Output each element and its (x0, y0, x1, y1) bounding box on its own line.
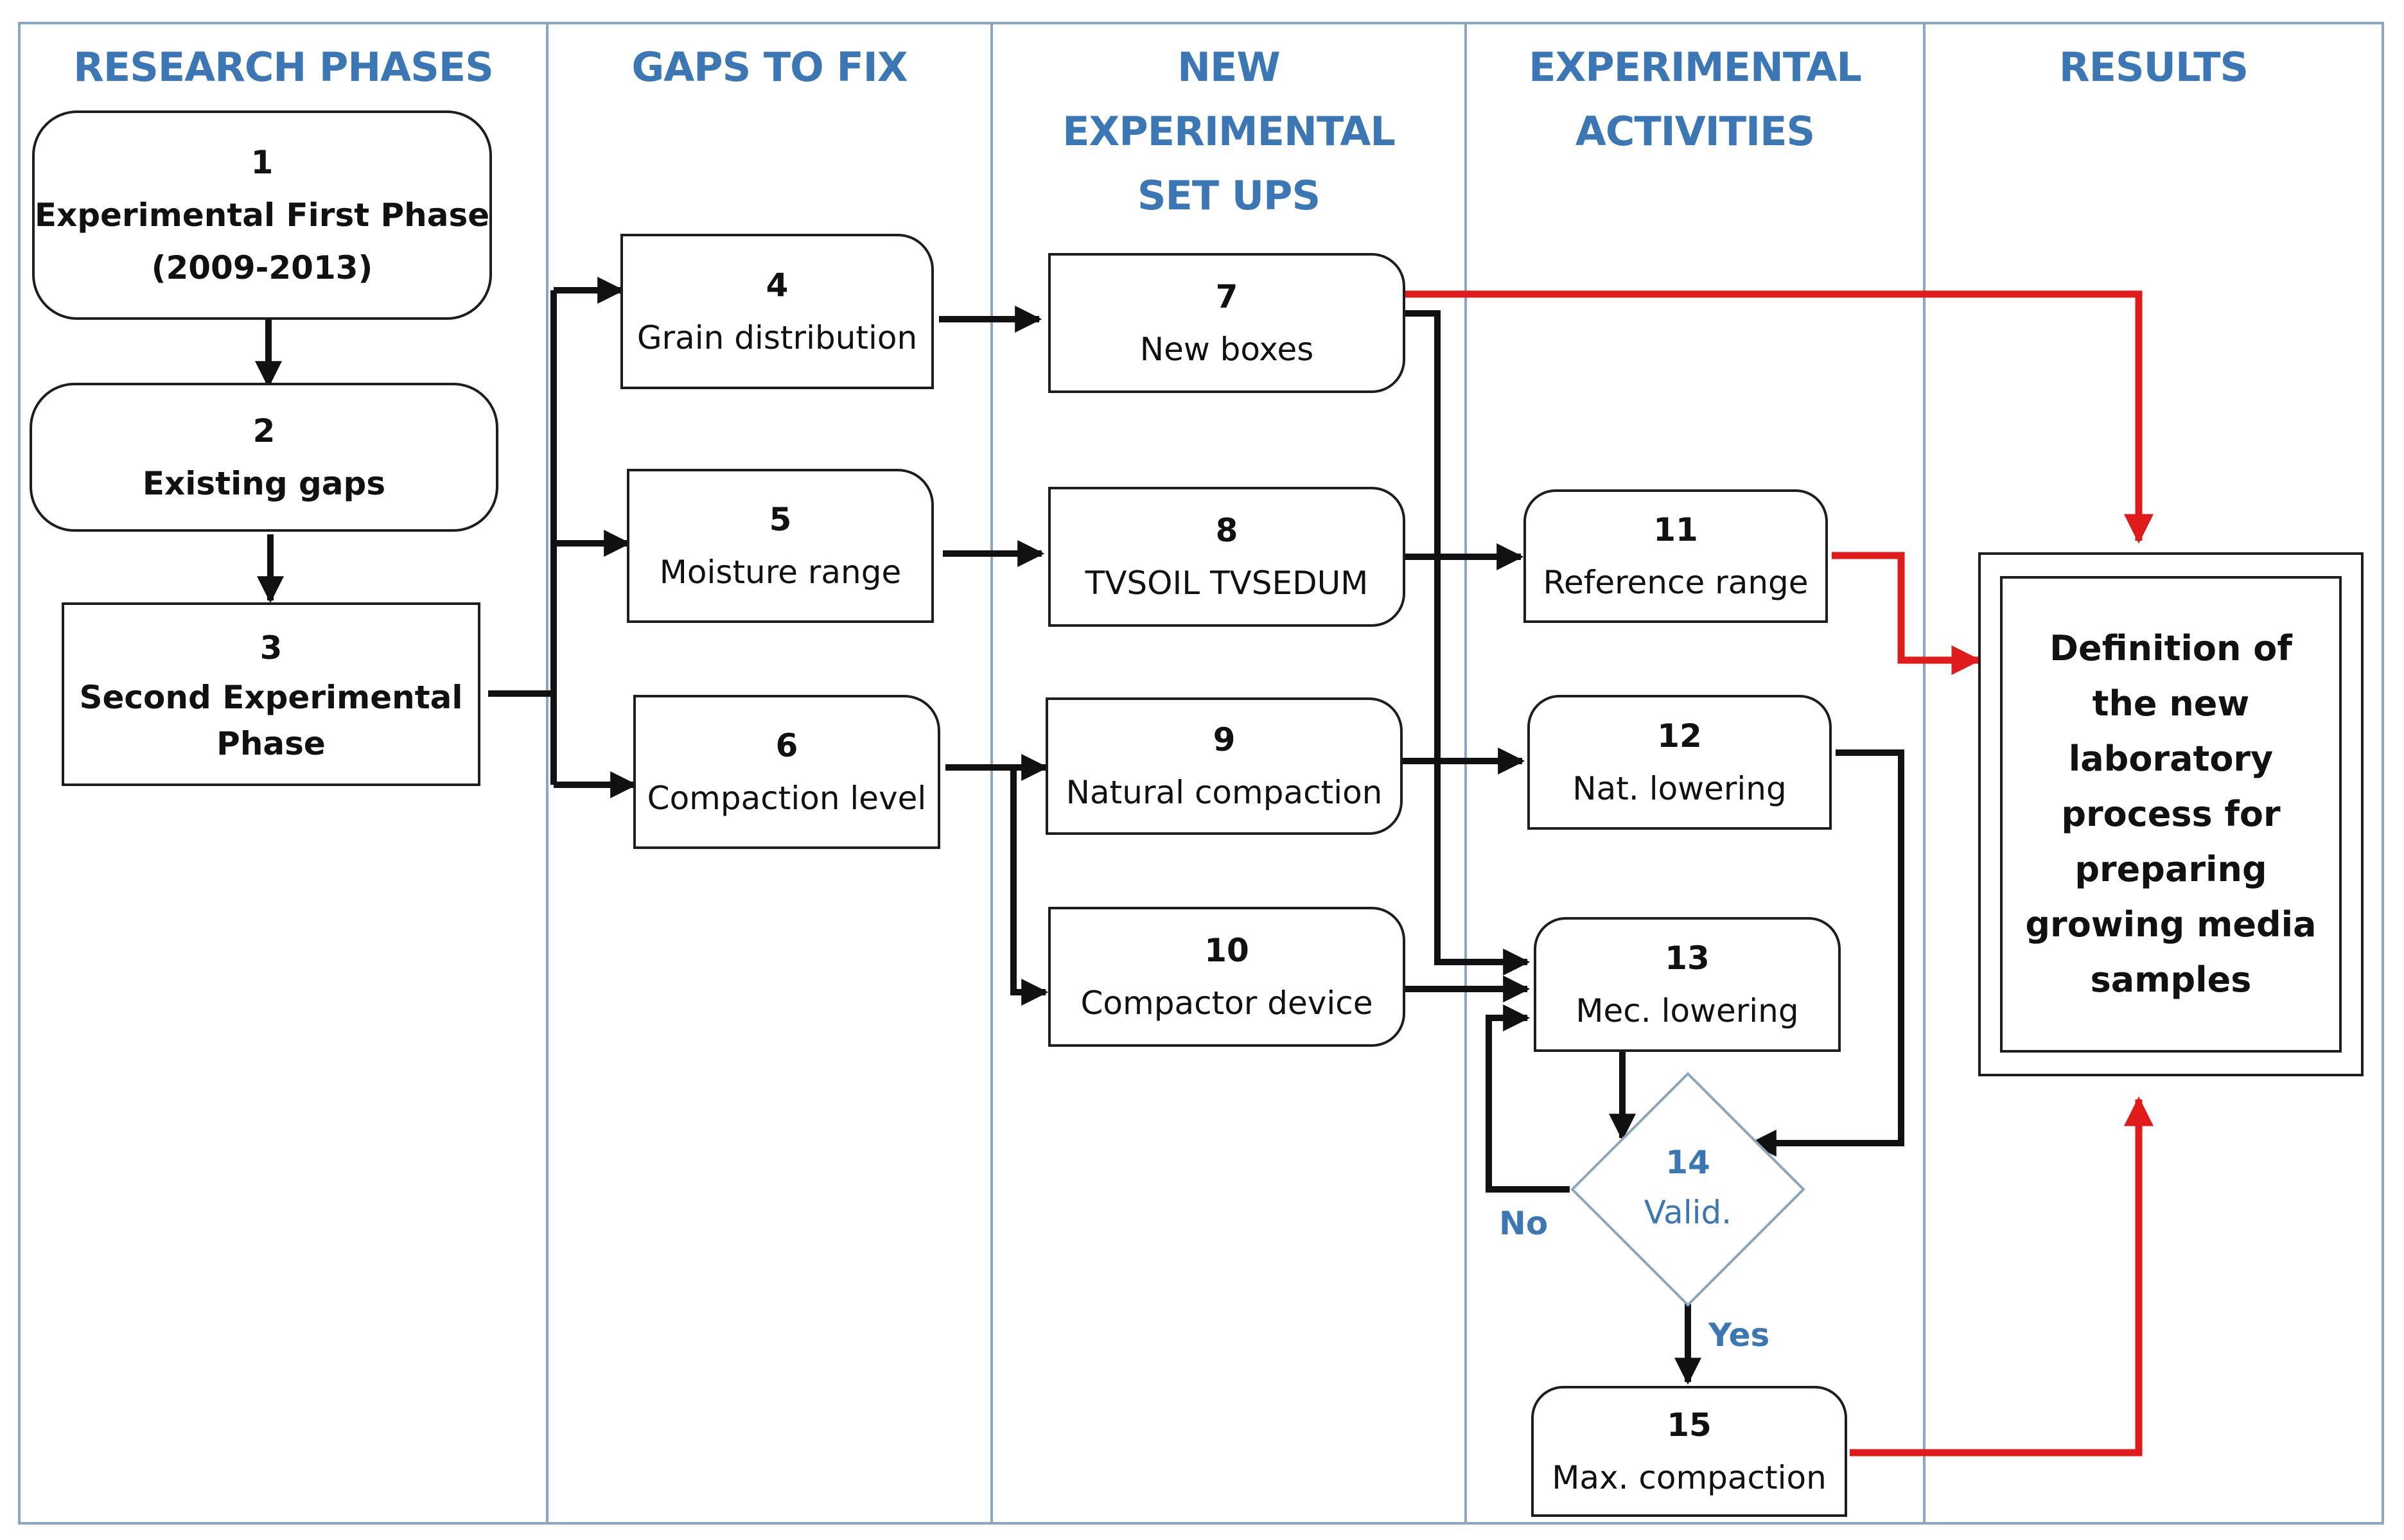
node-7-new-boxes: 7 New boxes (1048, 253, 1405, 393)
node-number: 4 (766, 267, 789, 304)
red-arrow-7-to-result (1404, 290, 2154, 544)
header-line: RESULTS (2058, 44, 2249, 91)
node-10-compactor-device: 10 Compactor device (1048, 907, 1405, 1047)
node-label: New boxes (1139, 331, 1314, 368)
red-arrow-11-to-result (1832, 552, 1981, 676)
header-line: GAPS TO FIX (631, 44, 908, 91)
decision-14 (1570, 1072, 1805, 1307)
decision-no-label: No (1499, 1205, 1549, 1242)
header-gaps-to-fix: GAPS TO FIX (547, 35, 992, 100)
node-15-max-compaction: 15 Max. compaction (1531, 1386, 1847, 1517)
node-label: Second Experimental (79, 679, 463, 716)
node-label: Max. compaction (1552, 1459, 1827, 1496)
arrow-14-no-loop (1486, 1004, 1570, 1193)
node-number: 8 (1215, 512, 1238, 549)
node-label: Compaction level (647, 780, 927, 817)
node-label: Grain distribution (636, 319, 918, 356)
node-number: 3 (259, 629, 283, 667)
node-label: TVSOIL TVSEDUM (1085, 564, 1369, 602)
node-label: Reference range (1543, 564, 1809, 601)
node-5-moisture-range: 5 Moisture range (627, 469, 934, 623)
node-label: Experimental First Phase (34, 197, 490, 234)
node-label: Nat. lowering (1572, 770, 1787, 807)
result-inner-box: Definition of the new laboratory process… (2000, 576, 2342, 1053)
node-12-nat-lowering: 12 Nat. lowering (1527, 695, 1832, 830)
decision-yes-label: Yes (1708, 1317, 1770, 1354)
node-9-natural-compaction: 9 Natural compaction (1046, 697, 1403, 835)
decision-diamond (1570, 1072, 1805, 1307)
decision-14-text: 14 Valid. (1598, 1137, 1778, 1237)
node-label: Compactor device (1080, 984, 1373, 1022)
header-line: SET UPS (1137, 172, 1320, 219)
node-number: 9 (1213, 721, 1236, 758)
header-line: EXPERIMENTAL (1529, 44, 1862, 91)
node-label: Mec. lowering (1575, 992, 1799, 1029)
decision-number: 14 (1665, 1144, 1710, 1181)
swimlane-grid (18, 22, 2384, 1525)
black-connectors (255, 277, 1904, 1385)
node-2-existing-gaps: 2 Existing gaps (30, 383, 498, 532)
decision-label: Valid. (1644, 1194, 1732, 1231)
node-label: Phase (216, 725, 326, 762)
arrow-6-to-10 (945, 764, 1049, 1006)
node-number: 7 (1215, 278, 1238, 315)
node-4-grain-distribution: 4 Grain distribution (620, 234, 934, 389)
header-research-phases: RESEARCH PHASES (19, 35, 547, 100)
header-results: RESULTS (1924, 35, 2383, 100)
node-label: Moisture range (659, 554, 902, 591)
red-arrow-15-to-result (1850, 1096, 2154, 1457)
node-number: 15 (1667, 1406, 1712, 1444)
header-line: RESEARCH PHASES (73, 44, 494, 91)
node-number: 10 (1204, 932, 1249, 969)
arrow-12-to-14 (1749, 749, 1904, 1157)
node-label: Existing gaps (142, 465, 386, 502)
node-number: 13 (1665, 940, 1710, 977)
node-number: 12 (1657, 717, 1702, 755)
node-label: (2009-2013) (151, 249, 373, 286)
node-number: 2 (252, 412, 276, 450)
node-number: 11 (1653, 511, 1698, 548)
node-6-compaction-level: 6 Compaction level (633, 695, 940, 849)
arrow-7-to-13 (1404, 310, 1531, 976)
node-number: 1 (250, 144, 274, 181)
node-number: 6 (775, 727, 798, 764)
header-line: ACTIVITIES (1575, 108, 1815, 155)
header-experimental-activities: EXPERIMENTAL ACTIVITIES (1466, 35, 1924, 164)
node-13-mec-lowering: 13 Mec. lowering (1534, 917, 1841, 1052)
node-1-experimental-first-phase: 1 Experimental First Phase (2009-2013) (32, 110, 492, 320)
outer-border (18, 22, 2384, 1525)
header-new-experimental-set-ups: NEW EXPERIMENTAL SET UPS (992, 35, 1466, 228)
node-3-second-experimental-phase: 3 Second Experimental Phase (62, 602, 480, 786)
node-11-reference-range: 11 Reference range (1523, 489, 1828, 623)
header-line: EXPERIMENTAL (1062, 108, 1396, 155)
result-connectors (1404, 290, 2154, 1457)
header-line: NEW (1177, 44, 1281, 91)
node-number: 5 (769, 501, 792, 538)
result-outer-box: Definition of the new laboratory process… (1978, 552, 2364, 1076)
node-label: Natural compaction (1066, 774, 1383, 811)
node-8-tvsoil-tvsedum: 8 TVSOIL TVSEDUM (1048, 487, 1405, 627)
result-text: Definition of the new laboratory process… (2025, 628, 2317, 1000)
